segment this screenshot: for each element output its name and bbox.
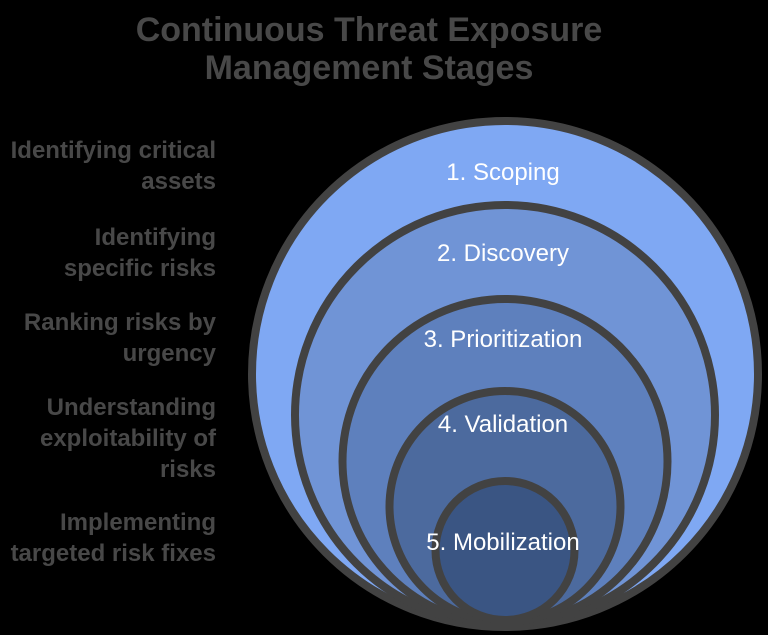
side-label-ranking-risks-by-urgency: Ranking risks by urgency bbox=[23, 309, 216, 367]
stage-circle-mobilization bbox=[431, 477, 579, 624]
page-title: Continuous Threat Exposure Management St… bbox=[136, 11, 603, 87]
stage-label-mobilization: 5. Mobilization bbox=[426, 529, 579, 556]
side-label-implementing-targeted-fixes: Implementing targeted risk fixes bbox=[10, 509, 216, 567]
stage-label-prioritization: 3. Prioritization bbox=[424, 326, 583, 353]
side-label-identifying-specific-risks: Identifying specific risks bbox=[63, 224, 216, 282]
stage-label-validation: 4. Validation bbox=[438, 411, 568, 438]
side-label-understanding-exploitability: Understanding exploitability of risks bbox=[39, 394, 216, 483]
stage-label-scoping: 1. Scoping bbox=[446, 159, 559, 186]
page-title-line-2: Management Stages bbox=[204, 49, 534, 87]
page-title-line-1: Continuous Threat Exposure bbox=[135, 11, 603, 49]
side-label-identifying-critical-assets: Identifying critical assets bbox=[10, 137, 216, 195]
stage-label-discovery: 2. Discovery bbox=[437, 240, 569, 267]
